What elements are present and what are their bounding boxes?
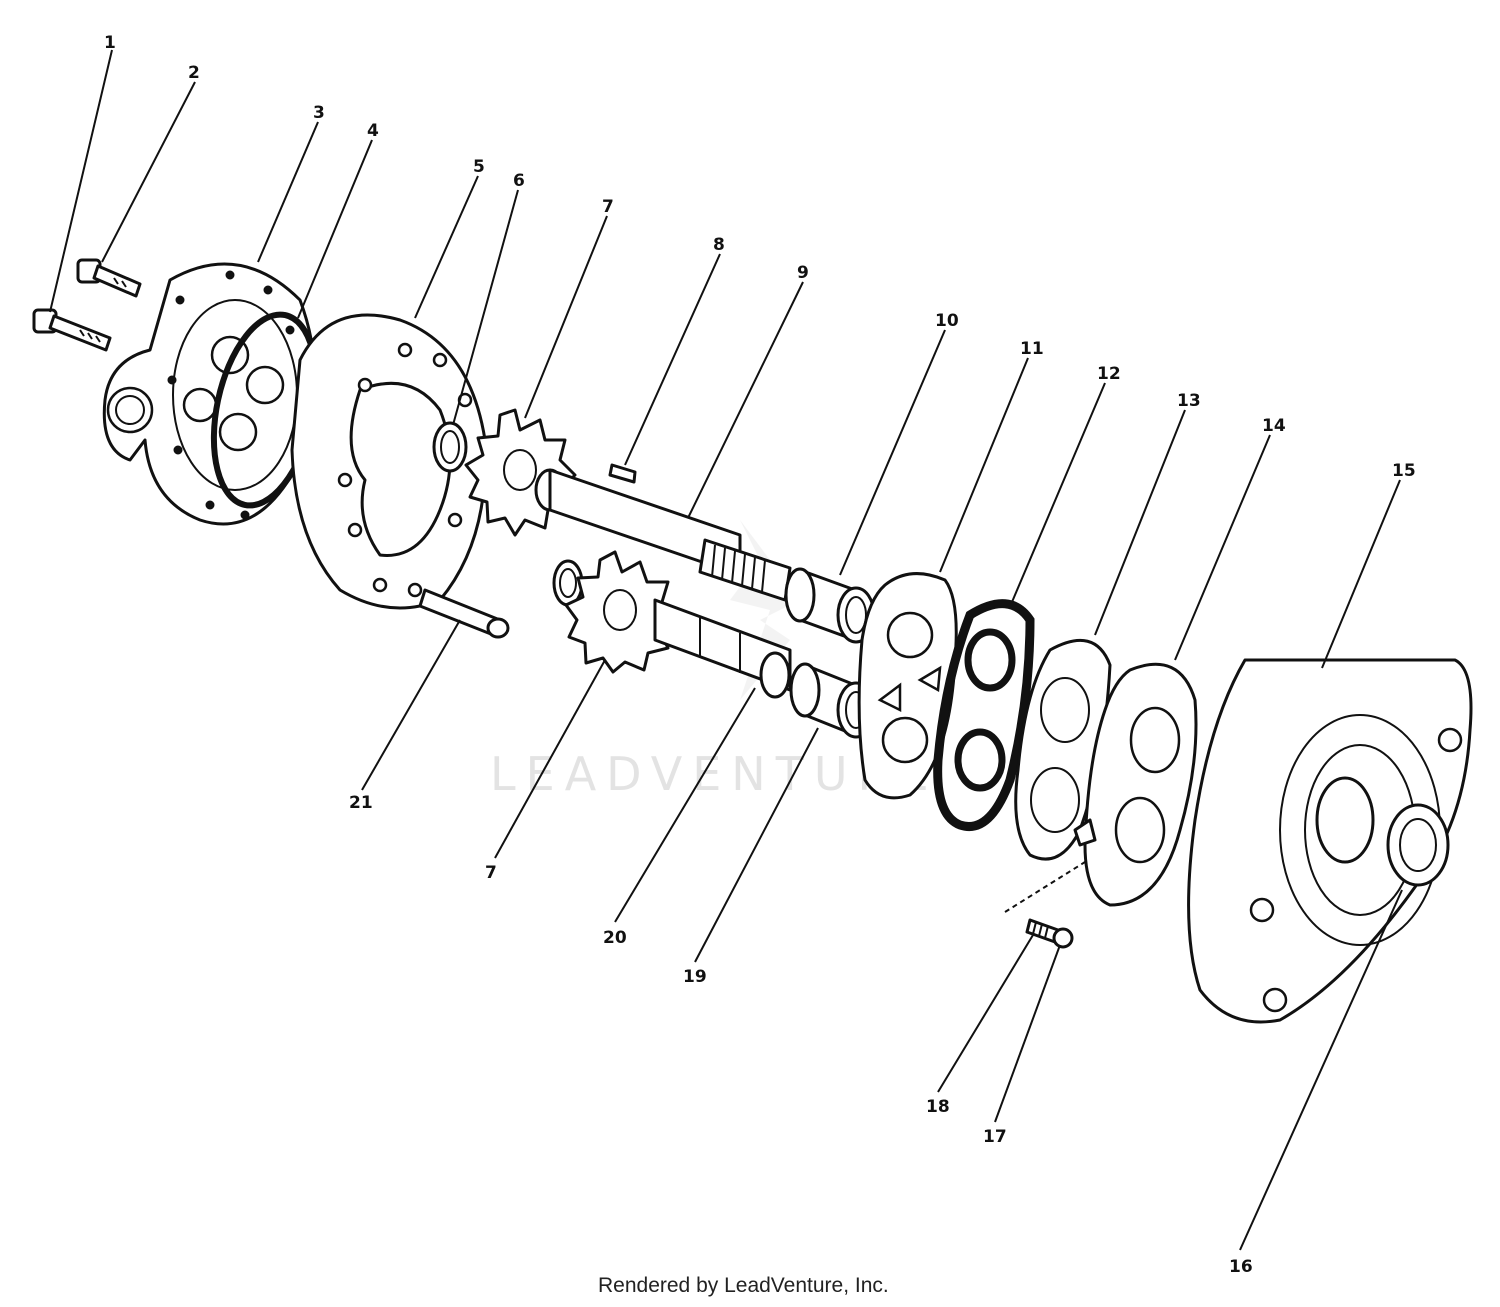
callout-2: 2 — [188, 63, 200, 83]
callout-12: 12 — [1097, 364, 1121, 384]
gear-part-7-lower — [564, 550, 677, 674]
callout-19: 19 — [683, 967, 707, 987]
callout-3: 3 — [313, 103, 325, 123]
callout-9: 9 — [797, 263, 809, 283]
callout-4: 4 — [367, 121, 379, 141]
callout-11: 11 — [1020, 339, 1044, 359]
dowel-pin-part-21 — [418, 588, 510, 639]
wear-plate-part-11 — [857, 572, 958, 800]
callout-7-bottom: 7 — [485, 863, 497, 883]
callout-1: 1 — [104, 33, 116, 53]
callout-18: 18 — [926, 1097, 950, 1117]
ring-part-6 — [432, 421, 468, 473]
leader-lines — [49, 49, 1403, 1251]
gear-housing-part-5 — [290, 313, 487, 610]
callout-20: 20 — [603, 928, 627, 948]
drive-shaft-part-9 — [534, 468, 792, 602]
flange-part-15 — [1187, 658, 1473, 1024]
callout-6: 6 — [513, 171, 525, 191]
bolt-part-2 — [76, 258, 142, 298]
key-part-8 — [608, 463, 637, 484]
ball-part-17 — [1052, 927, 1074, 949]
callout-15: 15 — [1392, 461, 1416, 481]
watermark-text: LEADVENTURE — [490, 747, 939, 801]
callout-13: 13 — [1177, 391, 1201, 411]
callout-8: 8 — [713, 235, 725, 255]
callout-7-top: 7 — [602, 197, 614, 217]
callout-16: 16 — [1229, 1257, 1253, 1277]
callout-5: 5 — [473, 157, 485, 177]
pressure-plate-part-14 — [1073, 662, 1198, 907]
bolt-part-1 — [32, 308, 112, 352]
callout-14: 14 — [1262, 416, 1286, 436]
callout-17: 17 — [983, 1127, 1007, 1147]
shaft-seal-part-16 — [1386, 803, 1450, 887]
callout-21: 21 — [349, 793, 373, 813]
callout-labels: 1 2 3 4 5 6 7 8 9 10 11 12 13 14 15 16 1… — [104, 33, 1416, 1277]
footer-credit: Rendered by LeadVenture, Inc. — [598, 1274, 889, 1297]
end-cover-part-3 — [102, 262, 317, 526]
callout-10: 10 — [935, 311, 959, 331]
seal-part-12 — [933, 599, 1035, 831]
bushing-part-10-upper — [784, 567, 876, 644]
